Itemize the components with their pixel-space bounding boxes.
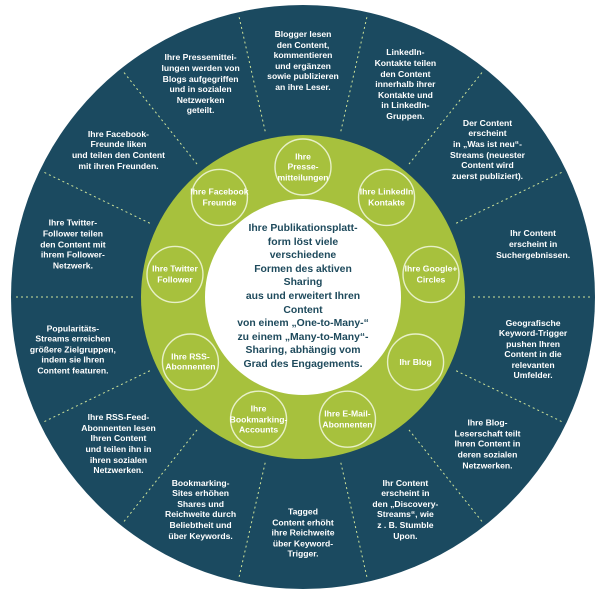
node-label-twitter: Ihre Twitter Follower xyxy=(152,264,198,285)
outer-divider xyxy=(455,170,565,224)
outer-divider xyxy=(237,462,266,580)
outer-divider xyxy=(455,370,565,424)
node-circle xyxy=(357,168,416,227)
node-label-google-circles: Ihre Google+ Circles xyxy=(404,264,458,285)
outer-divider xyxy=(121,69,198,165)
outer-dividers xyxy=(13,14,593,580)
outer-text-discovery-streams: Ihr Content erscheint in den „Discovery-… xyxy=(372,477,439,541)
node-circle xyxy=(402,245,460,304)
outer-divider xyxy=(41,370,151,424)
outer-text-linkedin: LinkedIn- Kontakte teilen den Content in… xyxy=(374,47,437,121)
outer-text-tagged-content: Tagged Content erhöht ihre Reichweite üb… xyxy=(271,506,335,559)
outer-text-bookmarking-sites: Bookmarking- Sites erhöhen Shares und Re… xyxy=(165,477,237,541)
outer-divider xyxy=(121,429,198,525)
node-circle xyxy=(274,138,332,196)
outer-text-pressemitteilungen: Ihre Pressemittei- lungen werden von Blo… xyxy=(161,52,240,116)
node-circle xyxy=(318,390,377,448)
outer-divider xyxy=(237,14,266,132)
node-circles xyxy=(146,138,460,448)
outer-text-popularitaets-streams: Popularitäts- Streams erreichen größere … xyxy=(29,323,116,376)
node-label-rss-abonnenten: Ihre RSS- Abonnenten xyxy=(165,351,216,372)
outer-divider xyxy=(408,69,485,165)
node-circle xyxy=(146,245,204,304)
node-circle xyxy=(386,333,445,391)
outer-divider xyxy=(408,429,485,525)
node-circle xyxy=(161,333,220,391)
node-label-blog: Ihr Blog xyxy=(399,356,432,367)
node-label-pressemitteilungen: Ihre Presse- mitteilungen xyxy=(277,151,329,183)
outer-text-suchergebnisse: Ihr Content erscheint in Suchergebnissen… xyxy=(496,228,571,260)
node-circle xyxy=(190,168,249,227)
outer-text-twitter-follower: Ihre Twitter- Follower teilen den Conten… xyxy=(40,218,106,271)
node-label-email-abonnenten: Ihre E-Mail- Abonnenten xyxy=(322,408,373,430)
outer-divider xyxy=(340,14,369,132)
outer-text-geografische-trigger: Geografische Keyword-Trigger pushen Ihre… xyxy=(498,317,568,381)
outer-text-blog-leserschaft: Ihre Blog- Leserschaft teilt Ihren Conte… xyxy=(454,417,521,471)
outer-divider xyxy=(340,462,369,580)
outer-text-rss-feed: Ihre RSS-Feed- Abonnenten lesen Ihren Co… xyxy=(81,412,156,476)
outer-divider xyxy=(41,170,151,224)
node-label-facebook: Ihre Facebook Freunde xyxy=(190,187,249,208)
outer-text-blogger: Blogger lesen den Content, kommentieren … xyxy=(267,29,339,93)
outer-text-facebook-freunde: Ihre Facebook- Freunde liken und teilen … xyxy=(71,128,166,171)
center-description: Ihre Publikationsplatt- form löst viele … xyxy=(237,223,369,371)
center-disc xyxy=(205,199,401,395)
node-label-linkedin: Ihre LinkedIn Kontakte xyxy=(359,187,414,208)
node-label-bookmarking: Ihre Bookmarking- Accounts xyxy=(229,403,288,435)
outer-text-was-ist-neu: Der Content erscheint in „Was ist neu“- … xyxy=(450,118,525,182)
node-circle xyxy=(229,390,288,448)
